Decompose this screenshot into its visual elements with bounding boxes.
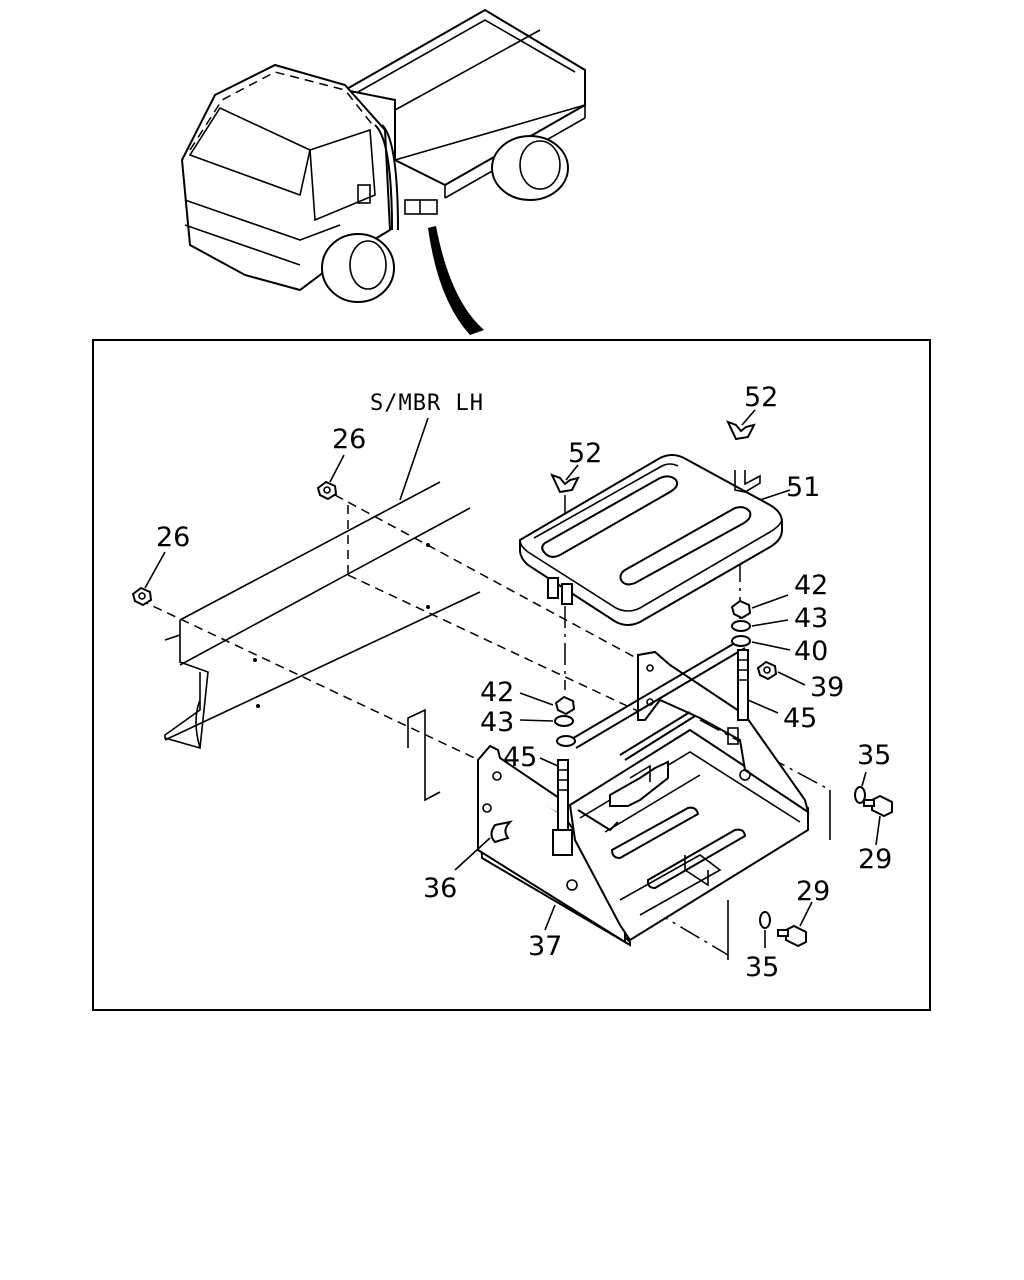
callout-45-left: 45: [503, 742, 537, 773]
callout-43-right: 43: [794, 603, 828, 634]
callout-52-right: 52: [744, 382, 778, 413]
callout-26-lower: 26: [156, 522, 190, 553]
callout-26-upper: 26: [332, 424, 366, 455]
callout-29-right: 29: [858, 844, 892, 875]
callout-52-left: 52: [568, 438, 602, 469]
callout-36: 36: [423, 873, 457, 904]
truck-overview-illustration: [180, 8, 586, 335]
battery-tray: [476, 650, 810, 947]
callout-numbers: 26 26 52 52 51 42 43 40 39 45 42 43 45 3…: [156, 382, 892, 983]
callout-43-left: 43: [480, 707, 514, 738]
callout-29-lower: 29: [796, 876, 830, 907]
leader-lines: [144, 409, 881, 948]
callout-42-right: 42: [794, 570, 828, 601]
detail-frame: [92, 339, 931, 1011]
frame-label-leader: [399, 417, 429, 501]
fasteners: [131, 420, 893, 948]
callout-35-right: 35: [857, 740, 891, 771]
callout-45-right: 45: [783, 703, 817, 734]
frame-label-smbr-lh: S/MBR LH: [370, 391, 484, 416]
callout-35-lower: 35: [745, 952, 779, 983]
callout-51: 51: [786, 472, 820, 503]
hold-down-hardware: [552, 635, 751, 856]
battery-cover: [519, 454, 783, 626]
callout-42-left: 42: [480, 677, 514, 708]
callout-39: 39: [810, 672, 844, 703]
callout-37: 37: [528, 931, 562, 962]
callout-40: 40: [794, 636, 828, 667]
side-member-rail: [164, 481, 481, 802]
